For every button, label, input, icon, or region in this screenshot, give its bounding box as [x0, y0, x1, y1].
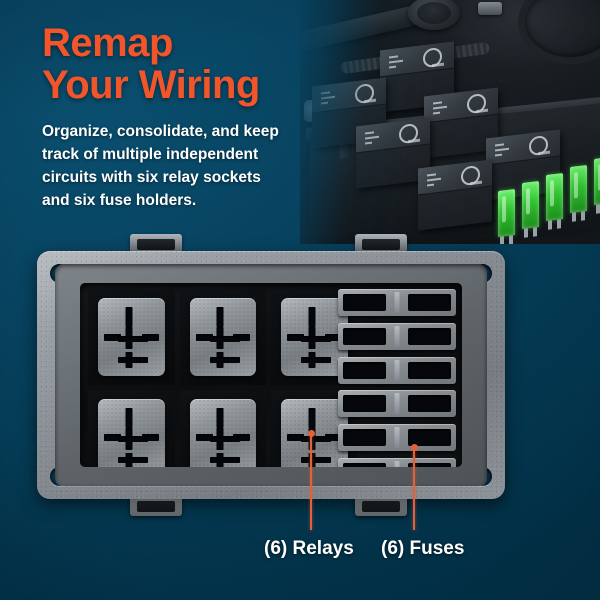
socket-blade-slot — [125, 307, 133, 328]
headline-line-1: Remap — [42, 21, 173, 65]
fuse-holder-divider — [394, 460, 400, 467]
socket-blade-slot — [308, 307, 316, 328]
body-line-2: track of multiple independent — [42, 146, 259, 163]
body-line-1: Organize, consolidate, and keep — [42, 123, 279, 140]
fuse-holder — [338, 356, 456, 384]
socket-blade-slot — [301, 436, 332, 443]
socket-blade-slot — [325, 434, 342, 442]
callout-label-relays: (6) Relays — [264, 538, 354, 559]
relay-socket-face — [281, 398, 348, 467]
socket-blade-slot — [141, 333, 159, 341]
socket-blade-slot — [216, 407, 224, 428]
relay-socket-face — [98, 298, 165, 376]
socket-blade-slot — [301, 356, 332, 363]
socket-blade-slot — [103, 434, 121, 442]
fuse-holder — [338, 424, 456, 452]
callout-pointer-fuses — [410, 444, 418, 530]
socket-blade-slot — [117, 356, 148, 363]
fuse-holder-column — [338, 289, 456, 467]
engine-ring — [518, 0, 600, 64]
socket-blade-slot — [233, 333, 251, 341]
fuse-holder — [338, 289, 456, 316]
socket-blade-slot — [287, 333, 305, 341]
socket-blade-slot — [209, 457, 240, 464]
mounting-tab-top-right — [355, 234, 407, 254]
socket-blade-slot — [233, 434, 251, 442]
socket-blade-slot — [209, 436, 240, 443]
socket-blade-slot — [308, 407, 316, 428]
socket-blade-slot — [216, 307, 224, 328]
socket-blade-slot — [117, 457, 148, 464]
fuse-holder-divider — [394, 359, 400, 381]
housing-cavity — [80, 283, 462, 467]
socket-blade-slot — [117, 436, 148, 443]
socket-blade-slot — [301, 457, 332, 464]
fuse-holder-divider — [394, 292, 400, 313]
relay-socket — [88, 289, 175, 385]
housing-flange — [37, 251, 505, 499]
relay-socket-face — [98, 398, 165, 467]
socket-blade-slot — [141, 434, 159, 442]
fuse-holder-divider — [394, 393, 400, 415]
relay-socket — [179, 289, 267, 385]
relay-socket-face — [281, 298, 348, 376]
fuse-holder — [338, 457, 456, 467]
socket-blade-slot — [195, 434, 213, 442]
body-line-4: and six fuse holders. — [42, 192, 197, 209]
body-copy: Organize, consolidate, and keep track of… — [42, 120, 300, 212]
relay-socket-grid — [88, 289, 358, 467]
mounting-tab-bottom-left — [130, 496, 182, 516]
relay-socket — [179, 389, 267, 467]
relay-socket — [88, 389, 175, 467]
socket-blade-slot — [301, 335, 332, 342]
engine-bolt — [478, 2, 502, 15]
mounting-tab-bottom-right — [355, 496, 407, 516]
fuse-holder — [338, 390, 456, 418]
socket-blade-slot — [209, 335, 240, 342]
socket-blade-slot — [125, 407, 133, 428]
relay-socket-face — [189, 398, 257, 467]
headline: Remap Your Wiring — [42, 22, 342, 106]
socket-blade-slot — [117, 335, 148, 342]
callout-pointer-relays — [307, 430, 315, 530]
socket-blade-slot — [195, 333, 213, 341]
socket-blade-slot — [103, 333, 121, 341]
socket-blade-slot — [287, 434, 305, 442]
mounting-tab-top-left — [130, 234, 182, 254]
engine-cap — [408, 0, 460, 30]
headline-line-2: Your Wiring — [42, 63, 260, 107]
housing-bezel — [55, 264, 487, 486]
hero-photo — [300, 0, 600, 244]
fuse-holder-divider — [394, 427, 400, 449]
socket-blade-slot — [325, 333, 342, 341]
fuse-holder — [338, 322, 456, 350]
product-housing — [37, 234, 505, 516]
fuse-holder-divider — [394, 325, 400, 347]
body-line-3: circuits with six relay sockets — [42, 169, 261, 186]
callout-label-fuses: (6) Fuses — [381, 538, 465, 559]
relay-socket-face — [189, 298, 257, 376]
socket-blade-slot — [209, 356, 240, 363]
